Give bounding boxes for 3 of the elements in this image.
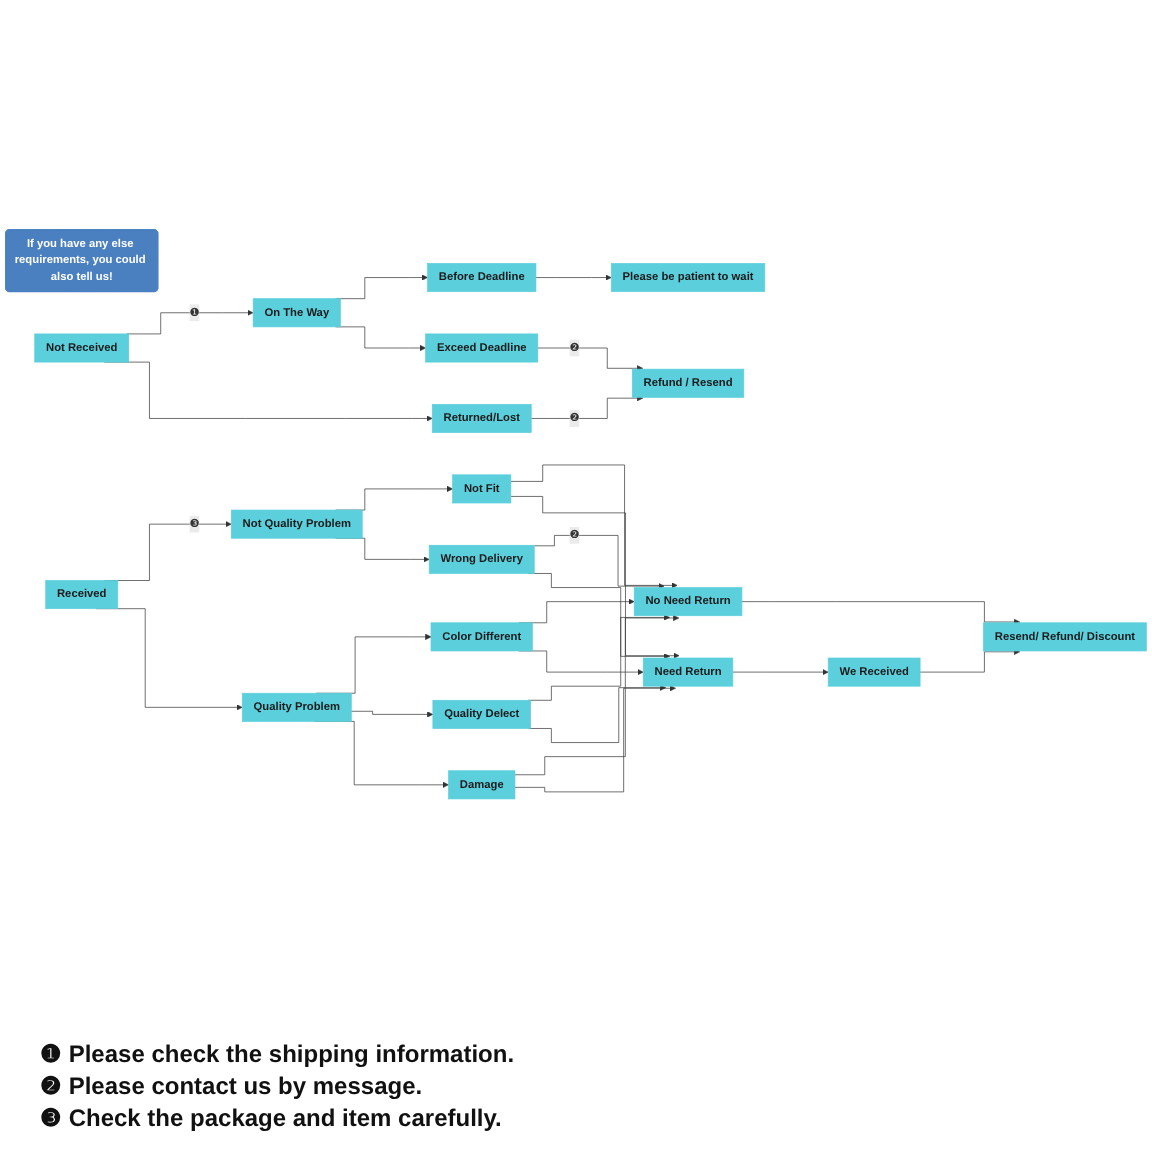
- footnote: ❶ Please check the shipping information.: [40, 1040, 517, 1068]
- footnote: ❸ Check the package and item carefully.: [40, 1104, 504, 1132]
- footnote: ❷ Please contact us by message.: [40, 1072, 425, 1100]
